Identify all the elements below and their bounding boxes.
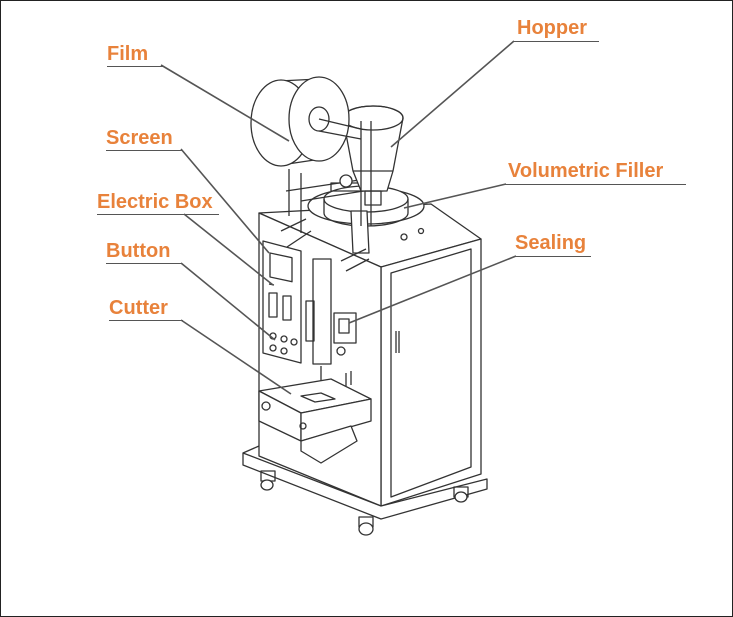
underline-button	[106, 263, 182, 264]
label-electric-box: Electric Box	[97, 191, 213, 213]
caster-wheels	[260, 470, 469, 536]
hopper-leader	[390, 40, 515, 148]
underline-film	[107, 66, 163, 67]
button-leader	[180, 262, 276, 341]
sealing-leader	[348, 255, 517, 324]
underline-cutter	[109, 320, 183, 321]
cutter-unit	[258, 371, 372, 464]
label-sealing: Sealing	[515, 232, 587, 254]
underline-sealing	[515, 256, 591, 257]
electric-box-leader	[183, 213, 274, 286]
screen-leader	[180, 148, 270, 254]
forming-tube	[305, 258, 332, 381]
electric-box-panel	[262, 240, 302, 364]
filler-frame	[280, 169, 425, 272]
volumetric-filler-leader	[403, 183, 507, 209]
label-cutter: Cutter	[109, 297, 168, 319]
label-button: Button	[106, 240, 171, 262]
hopper	[342, 105, 404, 206]
label-volumetric-filler: Volumetric Filler	[508, 160, 664, 182]
cutter-leader	[180, 319, 292, 395]
machine-base	[242, 445, 488, 520]
underline-volumetric-filler	[504, 184, 686, 185]
sealing-unit	[333, 312, 357, 356]
underline-electric-box	[97, 214, 219, 215]
underline-hopper	[513, 41, 599, 42]
film-leader	[160, 64, 290, 142]
label-hopper: Hopper	[517, 17, 587, 39]
label-screen: Screen	[106, 127, 173, 149]
underline-screen	[106, 150, 182, 151]
label-film: Film	[107, 43, 149, 65]
film-roll	[250, 76, 372, 226]
